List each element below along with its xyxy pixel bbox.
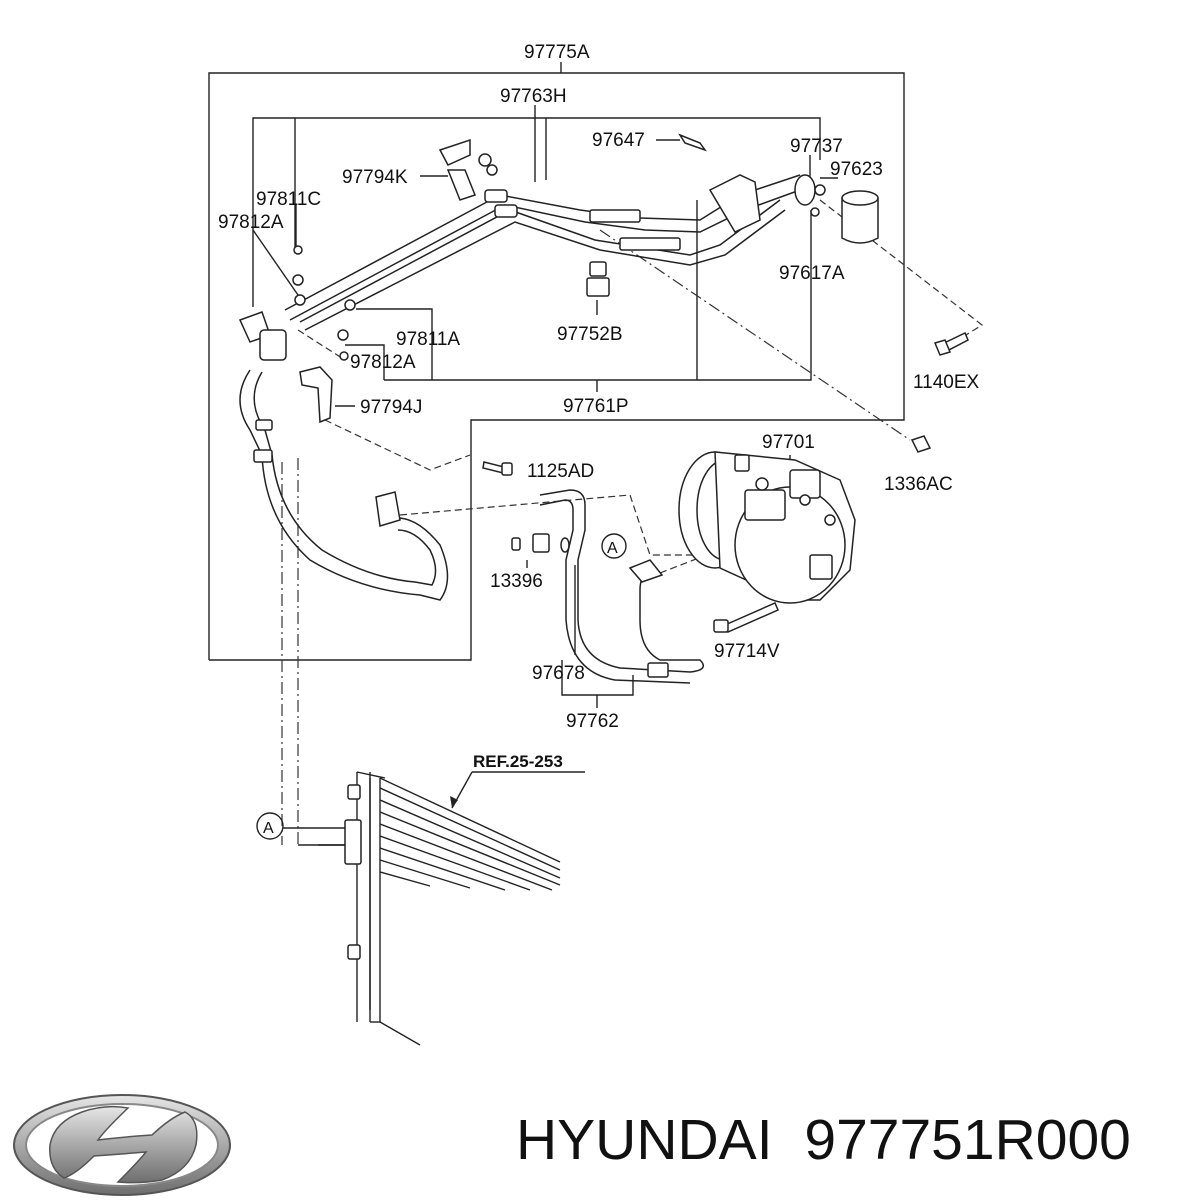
label-97775A: 97775A: [524, 42, 590, 63]
label-97762: 97762: [566, 711, 619, 732]
label-97701: 97701: [762, 432, 815, 453]
callout-a-compressor: [601, 533, 627, 559]
label-97761P: 97761P: [563, 396, 629, 417]
label-1140EX: 1140EX: [913, 372, 980, 393]
label-97714V: 97714V: [714, 641, 780, 662]
pipe-assembly: [238, 133, 969, 684]
compressor: [678, 451, 856, 633]
condenser: [318, 771, 585, 1046]
part-number: 977751R000: [804, 1108, 1131, 1172]
label-97623: 97623: [830, 159, 883, 180]
label-97811C: 97811C: [256, 189, 321, 210]
label-97812A-mid: 97812A: [350, 352, 416, 373]
label-97737: 97737: [790, 136, 843, 157]
callout-a-condenser: [256, 812, 284, 840]
brand-name: HYUNDAI: [516, 1108, 773, 1172]
callout-a-label-2: A: [263, 820, 274, 837]
label-97763H: 97763H: [500, 86, 567, 107]
label-13396: 13396: [490, 571, 543, 592]
part-labels: 97775A 97763H 97647 97737 97623 97794K 9…: [218, 42, 980, 837]
leader-lines: [252, 62, 838, 708]
callout-a-label-1: A: [607, 540, 618, 557]
label-97812A-top: 97812A: [218, 212, 284, 233]
label-97678: 97678: [532, 663, 585, 684]
label-1125AD: 1125AD: [527, 461, 594, 482]
callouts: [256, 533, 627, 840]
assembly-frame: [208, 72, 905, 661]
label-97811A: 97811A: [396, 329, 460, 350]
label-97794K: 97794K: [342, 167, 408, 188]
brand-part-number-line: HYUNDAI 977751R000: [516, 1110, 1131, 1170]
label-ref-25-253: REF.25-253: [473, 752, 563, 771]
label-97617A: 97617A: [779, 263, 845, 284]
label-97794J: 97794J: [360, 397, 422, 418]
label-1336AC: 1336AC: [884, 474, 953, 495]
guide-lines: [281, 199, 984, 846]
label-97752B: 97752B: [557, 324, 623, 345]
hyundai-logo-icon: [13, 1094, 231, 1196]
label-97647: 97647: [592, 130, 645, 151]
